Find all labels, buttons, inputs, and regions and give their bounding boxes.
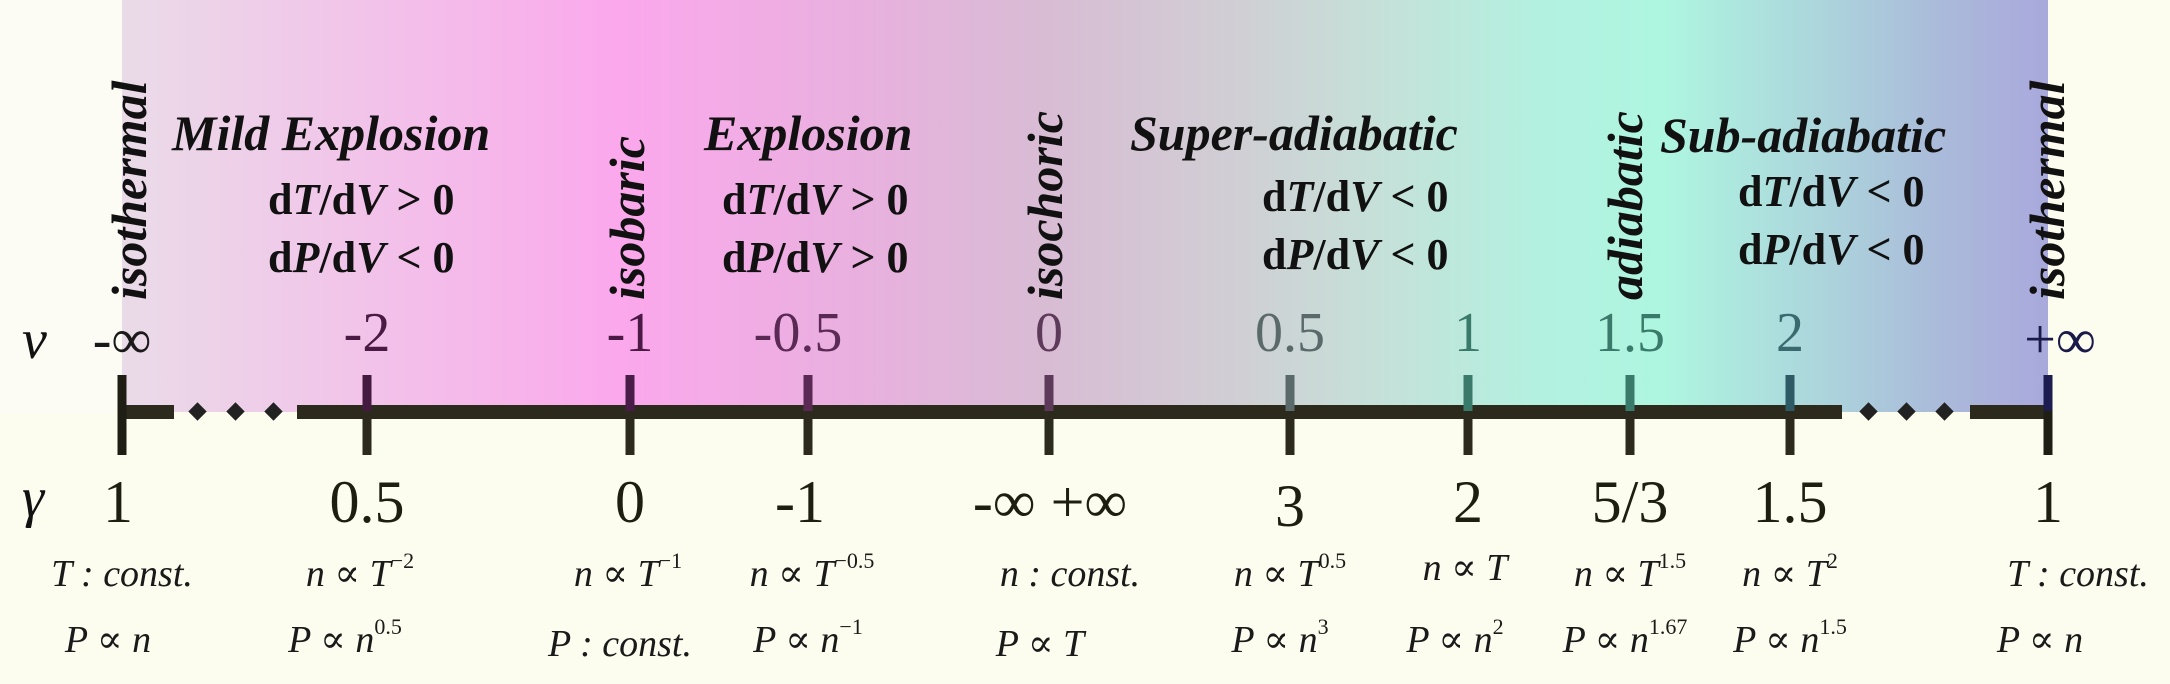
gamma-tick-label: 3	[1275, 473, 1305, 539]
axis-tick	[1044, 375, 1054, 455]
relation-bottom: P ∝ n1.67	[1562, 614, 1688, 661]
gamma-tick-label: 0	[615, 469, 645, 535]
gamma-tick-label: 1.5	[1752, 469, 1828, 535]
gamma-tick-label: -∞ +∞	[972, 469, 1128, 535]
condition-dP: dP/dV < 0	[268, 233, 455, 282]
relation-bottom: P : const.	[548, 623, 692, 665]
nu-tick-label: 0.5	[1255, 302, 1325, 364]
nu-tick-label: -0.5	[753, 302, 843, 364]
relation-bottom: P ∝ n1.5	[1733, 614, 1847, 661]
nu-tick-label: 0	[1035, 302, 1063, 364]
region-title: Sub-adiabatic	[1660, 107, 1947, 163]
gamma-tick-label: -1	[775, 469, 825, 535]
boundary-isothermal-left: isothermal	[101, 80, 157, 300]
relation-bottom: P ∝ n	[1996, 619, 2084, 661]
relation-top: n ∝ T2	[1742, 548, 1838, 595]
relation-bottom: P ∝ n0.5	[288, 614, 402, 661]
axis-line-segment	[118, 405, 174, 419]
nu-tick-label: 2	[1776, 302, 1804, 364]
boundary-isobaric: isobaric	[599, 136, 655, 300]
gamma-tick-label: 1	[2033, 469, 2063, 535]
relation-bottom: P ∝ n2	[1406, 614, 1504, 661]
relation-bottom: P ∝ n−1	[753, 614, 863, 661]
relation-top: n ∝ T	[1422, 547, 1508, 589]
relation-top: n ∝ T1.5	[1573, 548, 1687, 595]
boundary-isothermal-right: isothermal	[2019, 80, 2075, 300]
axis-tick	[1785, 375, 1795, 455]
condition-dP: dP/dV < 0	[1738, 225, 1925, 274]
axis-tick	[362, 375, 372, 455]
condition-dT: dT/dV > 0	[722, 175, 909, 224]
region-title: Mild Explosion	[172, 105, 491, 161]
relation-top: T : const.	[2007, 553, 2149, 595]
relation-bottom: P ∝ n	[64, 619, 152, 661]
relation-bottom: P ∝ n3	[1231, 614, 1329, 661]
gamma-tick-label: 1	[103, 469, 133, 535]
relation-top: n ∝ T−2	[305, 548, 415, 595]
left-margin	[0, 0, 122, 412]
nu-tick-label: 1	[1454, 302, 1482, 364]
relation-bottom: P ∝ T	[995, 623, 1085, 665]
relation-top: n : const.	[999, 553, 1141, 595]
nu-axis-symbol: ν	[22, 309, 47, 371]
region-title: Super-adiabatic	[1130, 105, 1458, 161]
condition-dT: dT/dV < 0	[1262, 172, 1449, 221]
condition-dP: dP/dV < 0	[1262, 230, 1449, 279]
axis-line-segment	[1970, 405, 2052, 419]
nu-tick-label: +∞	[2024, 309, 2096, 371]
condition-dT: dT/dV < 0	[1738, 167, 1925, 216]
nu-tick-label: -1	[606, 302, 654, 364]
axis-tick	[803, 375, 813, 455]
gamma-tick-label: 0.5	[329, 469, 405, 535]
nu-tick-label: 1.5	[1595, 302, 1665, 364]
axis-tick	[117, 375, 127, 455]
boundary-isochoric: isochoric	[1017, 111, 1073, 300]
axis-line-segment	[297, 405, 1842, 419]
axis-tick	[2043, 375, 2053, 455]
axis-tick	[1625, 375, 1635, 455]
relation-top: T : const.	[51, 553, 193, 595]
relation-top: n ∝ T−1	[573, 548, 683, 595]
relation-top: n ∝ T0.5	[1233, 548, 1347, 595]
nu-tick-label: -∞	[92, 309, 152, 371]
gamma-axis-symbol: γ	[22, 467, 45, 529]
axis-tick	[625, 375, 635, 455]
axis-tick	[1463, 375, 1473, 455]
nu-tick-label: -2	[343, 302, 391, 364]
region-title: Explosion	[704, 105, 913, 161]
gradient-band	[122, 0, 2048, 412]
condition-dT: dT/dV > 0	[268, 175, 455, 224]
condition-dP: dP/dV > 0	[722, 233, 909, 282]
relation-top: n ∝ T−0.5	[749, 548, 875, 595]
boundary-adiabatic: adiabatic	[1597, 111, 1653, 300]
gamma-tick-label: 2	[1453, 469, 1483, 535]
axis-tick	[1285, 375, 1295, 455]
gamma-tick-label: 5/3	[1591, 469, 1669, 535]
